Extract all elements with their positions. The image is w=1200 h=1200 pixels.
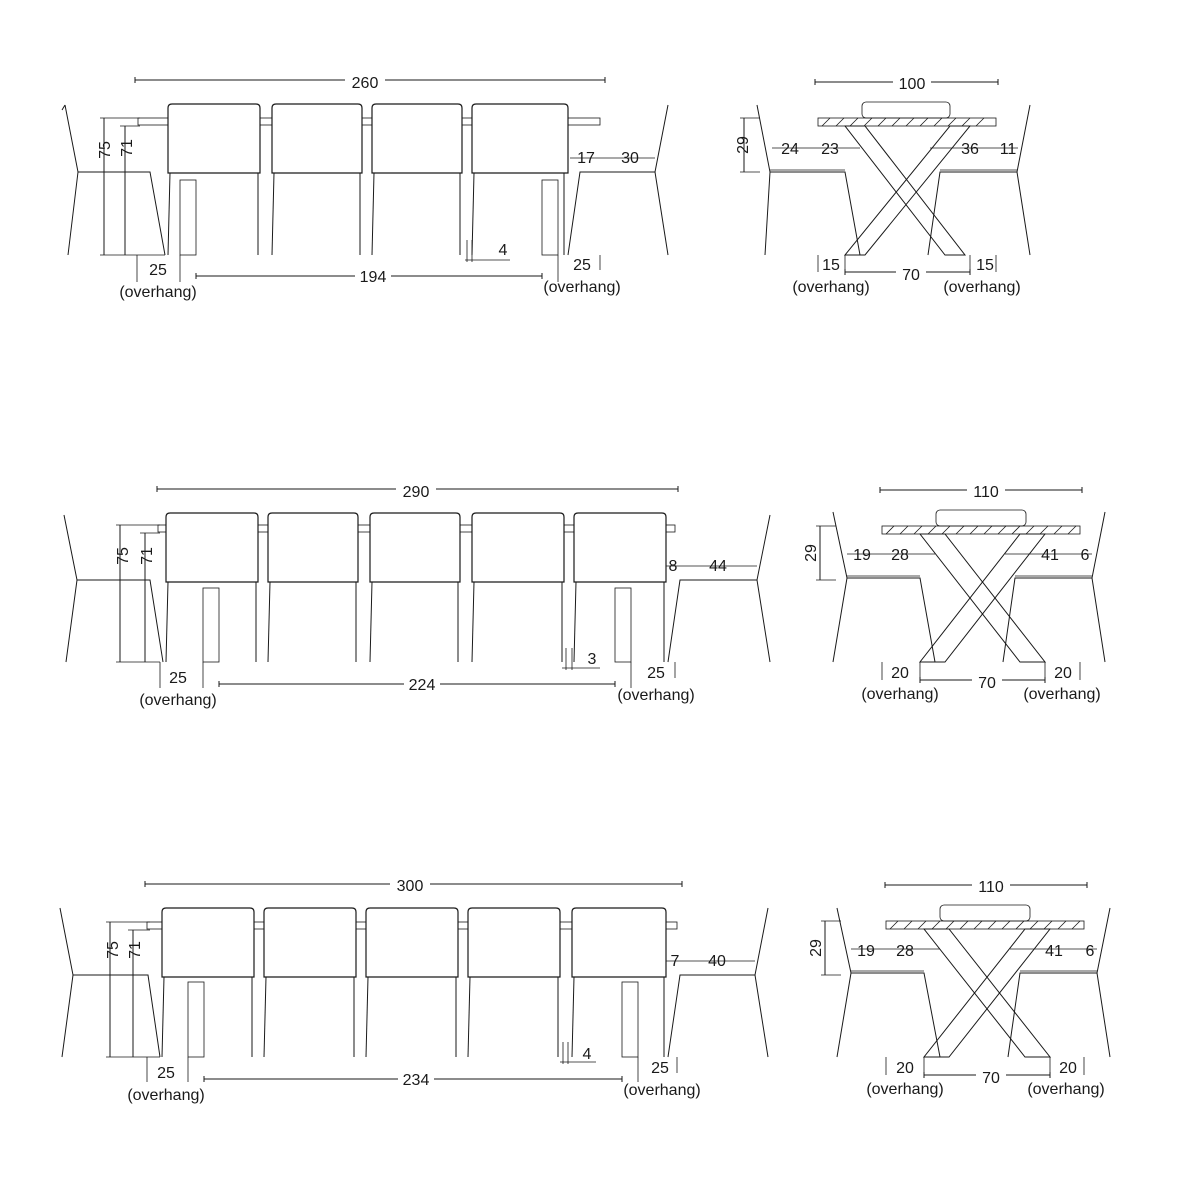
overhang-right-word: (overhang) [617, 687, 694, 704]
chair-gap-label: 17 [577, 150, 595, 167]
overhang-left-word: (overhang) [119, 284, 196, 301]
end-overhang-right-word: (overhang) [1027, 1081, 1104, 1098]
dim-c-label: 41 [1045, 943, 1063, 960]
dim-a-label: 19 [853, 547, 871, 564]
end-overhang-left-word: (overhang) [866, 1081, 943, 1098]
end-span-label: 70 [982, 1070, 1000, 1087]
width-label: 110 [973, 484, 999, 501]
end-height-label: 29 [735, 136, 752, 154]
overhang-left-word: (overhang) [139, 692, 216, 709]
chair-seat-label: 30 [621, 150, 639, 167]
overhang-right-word: (overhang) [543, 279, 620, 296]
leg-label: 4 [583, 1046, 592, 1063]
chairs-row [59, 907, 769, 1058]
end-overhang-right-label: 15 [976, 257, 994, 274]
dim-d-label: 11 [1000, 141, 1017, 158]
length-label: 260 [352, 75, 379, 92]
overhang-left-label: 25 [157, 1065, 175, 1082]
end-view-2: 110 29 19 28 41 6 20 (overhang) [803, 482, 1106, 703]
side-view-2: 290 75 71 8 44 25 (over [63, 481, 771, 709]
dim-d-label: 6 [1081, 547, 1090, 564]
end-overhang-left-label: 15 [822, 257, 840, 274]
dim-b-label: 28 [896, 943, 914, 960]
end-overhang-right-label: 20 [1059, 1060, 1077, 1077]
overhang-left-label: 25 [149, 262, 167, 279]
dim-c-label: 41 [1041, 547, 1059, 564]
dim-c-label: 36 [961, 141, 979, 158]
length-label: 290 [403, 484, 430, 501]
end-view-1: 100 29 24 23 36 11 15 (overhang [735, 74, 1031, 296]
end-height-label: 29 [803, 544, 820, 562]
end-overhang-left-label: 20 [896, 1060, 914, 1077]
side-view-1: 260 75 71 17 30 [61, 72, 669, 301]
chair-seat-label: 40 [708, 953, 726, 970]
dim-a-label: 24 [781, 141, 799, 158]
overhang-left-label: 25 [169, 670, 187, 687]
leg-label: 3 [588, 651, 597, 668]
height-inner-label: 71 [139, 547, 156, 565]
span-label: 224 [409, 677, 436, 694]
length-label: 300 [397, 878, 424, 895]
chair-seat-label: 44 [709, 558, 727, 575]
span-label: 234 [403, 1072, 430, 1089]
end-overhang-left-word: (overhang) [861, 686, 938, 703]
overhang-left-word: (overhang) [127, 1087, 204, 1104]
end-overhang-right-label: 20 [1054, 665, 1072, 682]
side-view-3: 300 75 71 7 40 25 (over [59, 876, 769, 1104]
overhang-right-label: 25 [647, 665, 665, 682]
end-span-label: 70 [902, 267, 920, 284]
end-overhang-right-word: (overhang) [943, 279, 1020, 296]
height-inner-label: 71 [119, 139, 136, 157]
chairs-row [63, 512, 771, 663]
end-overhang-left-word: (overhang) [792, 279, 869, 296]
overhang-right-word: (overhang) [623, 1082, 700, 1099]
end-height-label: 29 [808, 939, 825, 957]
end-overhang-right-word: (overhang) [1023, 686, 1100, 703]
span-label: 194 [360, 269, 387, 286]
height-label: 75 [97, 141, 114, 159]
height-inner-label: 71 [127, 941, 144, 959]
dim-d-label: 6 [1086, 943, 1095, 960]
leg-label: 4 [499, 242, 508, 259]
dim-b-label: 23 [821, 141, 839, 158]
overhang-right-label: 25 [573, 257, 591, 274]
overhang-right-label: 25 [651, 1060, 669, 1077]
dim-b-label: 28 [891, 547, 909, 564]
height-label: 75 [115, 547, 132, 565]
width-label: 110 [978, 879, 1004, 896]
dim-a-label: 19 [857, 943, 875, 960]
end-overhang-left-label: 20 [891, 665, 909, 682]
chair-gap-label: 7 [671, 953, 680, 970]
height-label: 75 [105, 941, 122, 959]
end-span-label: 70 [978, 675, 996, 692]
end-view-3: 110 29 19 28 41 6 20 (overhang) [808, 877, 1111, 1098]
width-label: 100 [899, 76, 926, 93]
chair-gap-label: 8 [669, 558, 678, 575]
chairs-row [61, 103, 669, 256]
